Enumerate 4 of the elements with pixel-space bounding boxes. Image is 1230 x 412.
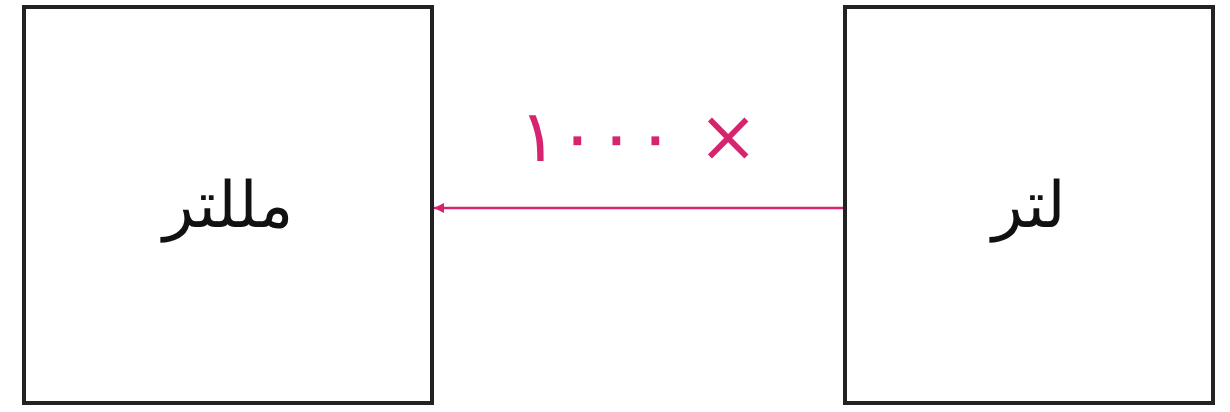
unit-box xyxy=(22,5,434,405)
unit-box xyxy=(843,5,1215,405)
arrow xyxy=(434,203,843,213)
edge-label: × ١٠٠٠ xyxy=(519,100,759,172)
